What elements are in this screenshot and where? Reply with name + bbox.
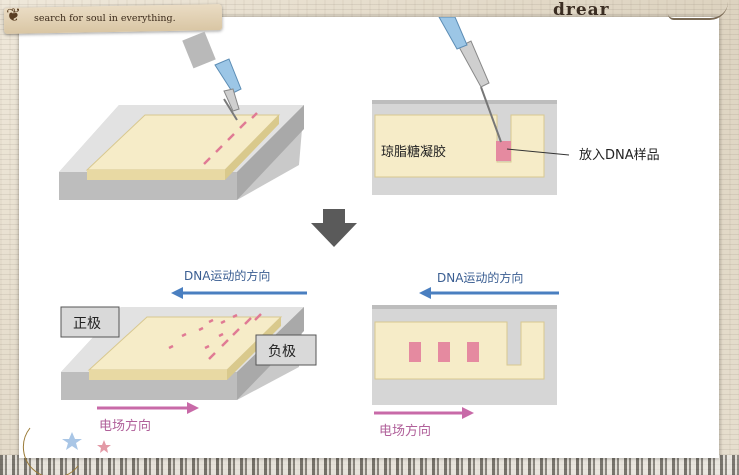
pipette-tip-icon — [438, 17, 502, 143]
agarose-gel-label: 琼脂糖凝胶 — [381, 144, 446, 160]
field-direction-arrow-right — [374, 407, 474, 419]
field-direction-arrow-left — [97, 402, 199, 414]
corner-flourish — [668, 2, 728, 20]
negative-electrode-box: 负极 — [255, 334, 317, 366]
moon-icon — [22, 427, 79, 475]
field-direction-label-left: 电场方向 — [99, 418, 151, 434]
dna-direction-label-right: DNA运动的方向 — [437, 270, 523, 285]
electrophoresis-diagram: 琼脂糖凝胶 放入DNA样品 DNA运动的方向 — [59, 17, 660, 439]
positive-electrode-label: 正极 — [73, 316, 101, 332]
sample-pointer-line — [506, 148, 570, 156]
flourish-icon: ❦ — [6, 5, 22, 26]
star-icon — [62, 432, 82, 450]
dna-direction-label-left: DNA运动的方向 — [184, 268, 270, 283]
sample-label: 放入DNA样品 — [579, 148, 660, 163]
dna-direction-arrow-left — [171, 287, 307, 299]
positive-electrode-box: 正极 — [60, 306, 120, 338]
gel-tray-3d-bottom — [61, 307, 304, 400]
newspaper-strip — [0, 455, 739, 475]
field-direction-label-right: 电场方向 — [379, 423, 431, 439]
dna-direction-arrow-right — [419, 287, 559, 299]
gel-cross-section-top — [372, 100, 557, 195]
step-down-arrow — [311, 209, 357, 247]
moon-stars-decoration — [22, 427, 111, 475]
pipette-icon — [182, 31, 242, 121]
star-icon — [97, 440, 111, 453]
gel-cross-section-bottom — [372, 305, 557, 405]
corner-word: drear — [553, 0, 610, 20]
ribbon-text: search for soul in everything. — [34, 13, 176, 24]
gel-tray-3d-top — [59, 105, 304, 200]
negative-electrode-label: 负极 — [268, 344, 296, 360]
